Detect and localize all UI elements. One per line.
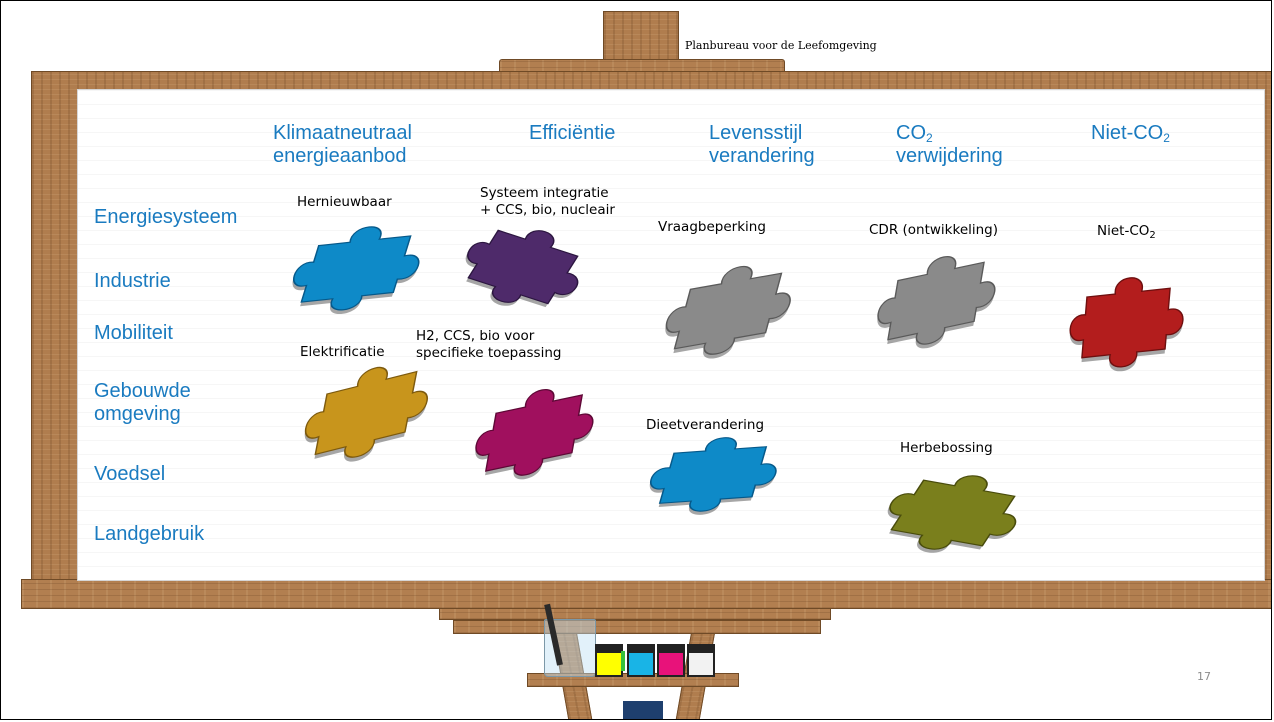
piece-systeem-integratie	[445, 213, 601, 323]
paint-jar-white	[687, 644, 715, 677]
source-credit: Planbureau voor de Leefomgeving	[685, 39, 877, 52]
piece-label-herbebossing: Herbebossing	[900, 440, 993, 456]
easel-center-block	[623, 701, 663, 719]
piece-label-systeem-integratie: Systeem integratie + CCS, bio, nucleair	[480, 185, 615, 218]
column-heading-niet-co2: Niet-CO2	[1091, 122, 1170, 145]
column-heading-levensstijl: Levensstijl verandering	[709, 122, 815, 167]
piece-dieetverandering	[639, 432, 788, 520]
easel-tray-bottom	[453, 620, 821, 634]
piece-hernieuwbaar	[280, 219, 433, 321]
paint-jar-green-accent	[621, 651, 625, 671]
piece-label-vraagbeperking: Vraagbeperking	[658, 219, 766, 235]
piece-label-hernieuwbaar: Hernieuwbaar	[297, 194, 392, 210]
row-label-energiesysteem: Energiesysteem	[94, 206, 238, 228]
column-heading-co2-verwijdering: CO2 verwijdering	[896, 122, 1003, 167]
row-label-landgebruik: Landgebruik	[94, 523, 205, 545]
piece-h2-ccs-bio	[468, 376, 602, 492]
paint-jar-yellow-fill	[597, 653, 621, 675]
piece-vraagbeperking	[654, 255, 804, 369]
piece-label-h2-ccs-bio: H2, CCS, bio voor specifieke toepassing	[416, 328, 562, 361]
paint-jar-yellow	[595, 644, 623, 677]
row-label-mobiliteit: Mobiliteit	[94, 322, 173, 344]
page-number: 17	[1197, 670, 1211, 683]
board-bottom-rail	[21, 579, 1271, 609]
piece-cdr	[870, 243, 1004, 361]
paint-jar-magenta	[657, 644, 685, 677]
column-heading-efficientie: Efficiëntie	[529, 122, 616, 144]
column-heading-klimaatneutraal: Klimaatneutraal energieaanbod	[273, 122, 412, 167]
paint-jar-cyan	[627, 644, 655, 677]
row-label-industrie: Industrie	[94, 270, 171, 292]
paint-jar-magenta-fill	[659, 653, 683, 675]
piece-label-niet-co2: Niet-CO2	[1097, 223, 1156, 241]
piece-niet-co2	[1065, 271, 1188, 378]
piece-herbebossing	[866, 464, 1041, 564]
row-label-voedsel: Voedsel	[94, 463, 166, 485]
paint-jar-cyan-fill	[629, 653, 653, 675]
piece-label-elektrificatie: Elektrificatie	[300, 344, 385, 360]
row-label-gebouwde-omgeving: Gebouwde omgeving	[94, 380, 191, 425]
paint-jar-white-fill	[689, 653, 713, 675]
piece-elektrificatie	[296, 352, 438, 476]
piece-label-dieetverandering: Dieetverandering	[646, 417, 765, 433]
piece-label-cdr: CDR (ontwikkeling)	[869, 222, 999, 238]
easel-tray-top	[439, 608, 831, 620]
